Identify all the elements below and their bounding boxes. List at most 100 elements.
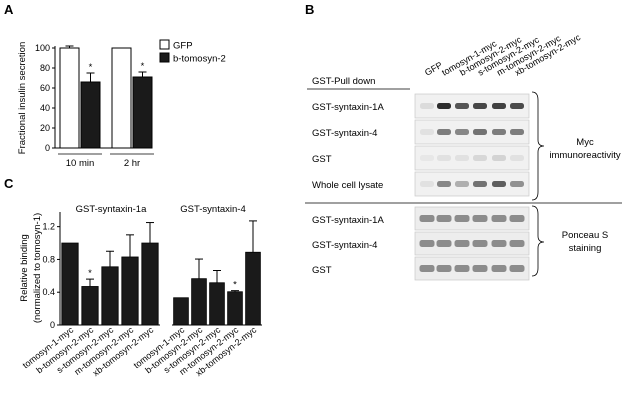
blot-band	[437, 155, 451, 161]
panel-a-bar	[111, 47, 132, 149]
blot-band	[473, 181, 487, 187]
blot-band	[492, 155, 506, 161]
panel-a-ytick-label: 20	[40, 123, 50, 133]
panel-c-bar	[141, 242, 159, 326]
panel-c-bar	[173, 297, 189, 326]
panel-c-ytick-label: 1.2	[42, 222, 55, 232]
chart-title-syntaxin-1a: GST-syntaxin-1a	[76, 204, 147, 215]
blot-band	[420, 181, 434, 187]
panel-a-ytick-label: 100	[35, 43, 50, 53]
panel-c-bar	[121, 256, 139, 326]
lane-labels: GFPtomosyn-1-mycb-tomosyn-2-mycs-tomosyn…	[423, 32, 583, 78]
panel-a-ytick-label: 80	[40, 63, 50, 73]
panel-c-bar	[81, 286, 99, 326]
panel-letter-b: B	[305, 2, 314, 17]
ponceau-band	[419, 265, 435, 272]
blot-row-label: Whole cell lysate	[312, 180, 383, 191]
panel-c-bar	[209, 282, 225, 326]
blot-band	[455, 103, 469, 109]
panel-c-significance: *	[233, 280, 237, 291]
ponceau-band	[472, 240, 488, 247]
panel-c-ylabel-2: (normalized to tomosyn-1)	[32, 213, 43, 323]
panel-c-bar	[227, 291, 243, 326]
panel-a-chart: Fractional insulin secretion 0 20 40 60 80 10…	[17, 39, 226, 169]
panel-a-ytick-label: 60	[40, 83, 50, 93]
blot-band	[510, 129, 524, 135]
panel-a-bar	[80, 81, 101, 149]
pulldown-label: GST-Pull down	[312, 76, 375, 87]
panel-c-bar	[191, 278, 207, 326]
blot-band	[455, 181, 469, 187]
bracket-label-immunoreactivity: immunoreactivity	[549, 150, 621, 161]
ponceau-band	[419, 240, 435, 247]
blot-band	[492, 129, 506, 135]
legend-label-b-tomosyn-2: b-tomosyn-2	[173, 54, 226, 65]
panel-a-bar	[132, 76, 153, 149]
panel-a-significance: *	[89, 62, 93, 73]
blot-band	[437, 129, 451, 135]
ponceau-band	[509, 240, 525, 247]
ponceau-band	[491, 240, 507, 247]
ponceau-band	[436, 215, 452, 222]
blot-band	[473, 103, 487, 109]
ponceau-band	[491, 215, 507, 222]
blot-row-label: GST	[312, 265, 332, 276]
panel-a-bar	[59, 47, 80, 149]
panel-c-significance: *	[88, 268, 92, 279]
panel-a-significance: *	[141, 61, 145, 72]
panel-c-charts: Relative binding (normalized to tomosyn-…	[19, 204, 262, 378]
blot-band	[420, 129, 434, 135]
panel-a-bars: **	[59, 45, 153, 149]
blot-band	[473, 155, 487, 161]
blot-strip	[414, 231, 530, 256]
ponceau-band	[472, 265, 488, 272]
blot-band	[510, 103, 524, 109]
panel-b-blots: GFPtomosyn-1-mycb-tomosyn-2-mycs-tomosyn…	[305, 32, 622, 281]
blot-row-label: GST-syntaxin-4	[312, 128, 377, 139]
blot-row-label: GST-syntaxin-4	[312, 240, 377, 251]
ponceau-band	[472, 215, 488, 222]
blot-band	[420, 155, 434, 161]
bracket-label-ponceau: Ponceau S	[562, 230, 608, 241]
bracket-label-myc: Myc	[576, 137, 594, 148]
panel-letter-a: A	[4, 2, 14, 17]
panel-a-ylabel: Fractional insulin secretion	[17, 42, 28, 154]
panel-c-ytick-label: 0	[50, 320, 55, 330]
ponceau-band	[436, 240, 452, 247]
panel-c-bar	[245, 251, 261, 326]
panel-c-ylabel-1: Relative binding	[19, 234, 30, 302]
blot-band	[455, 129, 469, 135]
legend-swatch-gfp	[159, 39, 170, 50]
panel-a-ytick-label: 40	[40, 103, 50, 113]
blot-band	[437, 181, 451, 187]
blot-band	[420, 103, 434, 109]
blot-band	[510, 181, 524, 187]
panel-c-ytick-label: 0.4	[42, 287, 55, 297]
panel-c-ytick-label: 0.8	[42, 254, 55, 264]
ponceau-band	[509, 215, 525, 222]
blot-band	[492, 103, 506, 109]
ponceau-band	[419, 215, 435, 222]
blot-band	[510, 155, 524, 161]
ponceau-band	[454, 240, 470, 247]
legend-swatch-b-tomosyn-2	[159, 52, 170, 63]
ponceau-band	[509, 265, 525, 272]
blot-strip	[414, 256, 530, 281]
blot-band	[492, 181, 506, 187]
ponceau-band	[436, 265, 452, 272]
blot-band	[473, 129, 487, 135]
blot-row-label: GST-syntaxin-1A	[312, 215, 384, 226]
blot-strip	[414, 206, 530, 231]
bracket-myc	[531, 91, 545, 201]
panel-letter-c: C	[4, 176, 14, 191]
panel-a-ytick-label: 0	[45, 143, 50, 153]
ponceau-band	[454, 265, 470, 272]
legend-label-gfp: GFP	[173, 41, 193, 52]
chart-title-syntaxin-4: GST-syntaxin-4	[180, 204, 245, 215]
blot-band	[455, 155, 469, 161]
ponceau-band	[491, 265, 507, 272]
